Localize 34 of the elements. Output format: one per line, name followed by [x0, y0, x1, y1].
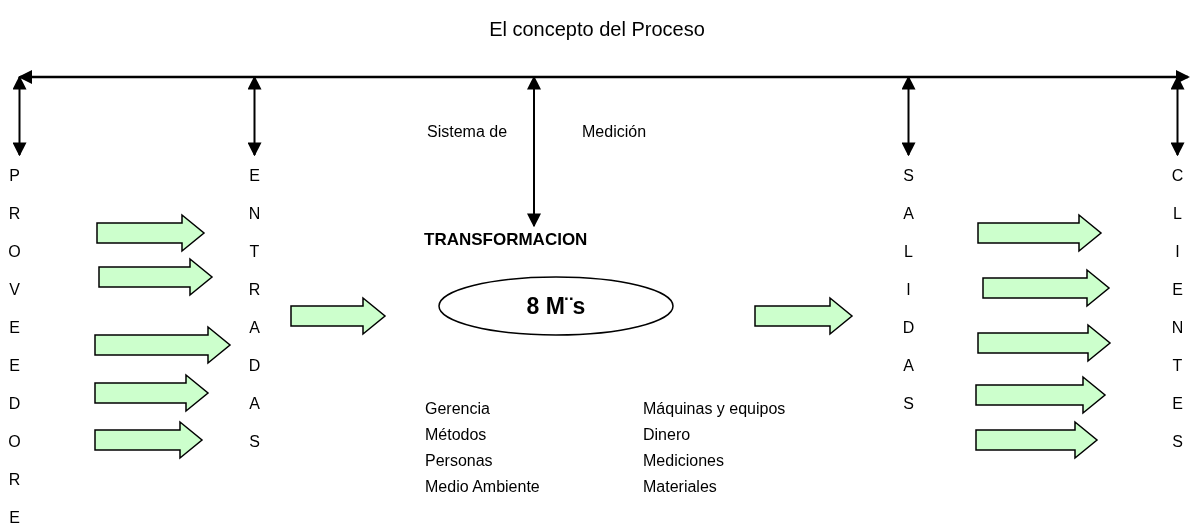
block-arrow — [975, 375, 1107, 415]
block-arrow — [98, 257, 214, 297]
text-label: Medición — [582, 122, 647, 142]
block-arrow — [290, 296, 387, 336]
block-arrow — [977, 323, 1112, 363]
double-arrow — [12, 75, 27, 157]
block-arrow — [94, 420, 204, 460]
vertical-label: ENTRADAS — [248, 157, 261, 461]
block-arrow — [96, 213, 206, 253]
text-label: Métodos — [425, 425, 487, 445]
text-label: Mediciones — [643, 451, 724, 471]
diagram-title: El concepto del Proceso — [489, 17, 705, 41]
double-arrow — [247, 75, 262, 157]
process-heading: TRANSFORMACION — [424, 228, 644, 252]
double-arrow — [527, 75, 541, 228]
text-label: Medio Ambiente — [425, 477, 540, 497]
vertical-label: PROVEEDORE — [8, 157, 21, 531]
block-arrow — [982, 268, 1111, 308]
block-arrow — [94, 325, 232, 365]
text-label: Máquinas y equipos — [643, 399, 786, 419]
ellipse-node: 8 M¨s — [438, 276, 674, 336]
block-arrow — [977, 213, 1103, 253]
block-arrow — [754, 296, 854, 336]
text-label: Personas — [425, 451, 493, 471]
text-label: Sistema de — [427, 122, 508, 142]
text-label: Gerencia — [425, 399, 490, 419]
text-label: Dinero — [643, 425, 691, 445]
block-arrow — [975, 420, 1099, 460]
vertical-label: CLIENTES — [1171, 157, 1184, 461]
vertical-label: SALIDAS — [902, 157, 915, 423]
double-arrow — [901, 75, 916, 157]
text-label: Materiales — [643, 477, 717, 497]
block-arrow — [94, 373, 210, 413]
double-arrow-line — [18, 70, 1190, 84]
